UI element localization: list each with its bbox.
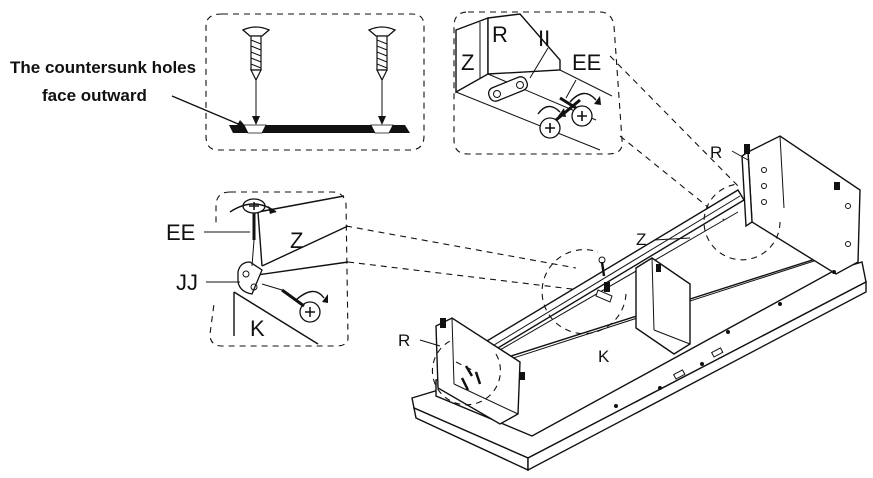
phillips-screw-icon <box>537 98 581 139</box>
detail-circle-mid <box>541 249 627 335</box>
bracket-icon <box>487 76 529 102</box>
screw-icon <box>595 256 613 303</box>
detail-circle-left <box>431 339 501 406</box>
screw-icon <box>241 26 271 125</box>
label-r-right: R <box>710 143 722 162</box>
detail-leaders <box>345 55 741 291</box>
label-ee: EE <box>572 50 601 75</box>
label-ii: II <box>538 26 550 51</box>
note-arrow <box>171 95 248 129</box>
screw-icon <box>455 361 482 391</box>
label-k: K <box>250 316 265 341</box>
note-line-2: face outward <box>42 86 147 105</box>
main-assembly: R Z R K <box>398 135 867 472</box>
label-z-main: Z <box>636 230 646 249</box>
label-k-main: K <box>598 347 610 366</box>
bracket-icon <box>237 261 263 295</box>
label-ee: EE <box>166 220 195 245</box>
detail-bracket-left: EE Z JJ K <box>166 191 349 347</box>
phillips-screw-icon <box>229 198 277 240</box>
phillips-screw-icon <box>559 92 601 127</box>
label-r-left: R <box>398 331 410 350</box>
note-line-1: The countersunk holes <box>10 58 196 77</box>
detail-countersunk-plate <box>205 13 425 151</box>
label-r: R <box>492 22 508 47</box>
phillips-screw-icon <box>281 288 328 323</box>
label-z: Z <box>461 50 474 75</box>
screw-icon <box>367 26 397 125</box>
label-z: Z <box>290 228 303 253</box>
metal-plate <box>229 125 410 133</box>
detail-corner-top: R Z II EE <box>453 11 623 155</box>
rotation-arrow-icon <box>295 290 325 301</box>
detail-circle-right <box>703 183 781 261</box>
label-jj: JJ <box>176 270 198 295</box>
